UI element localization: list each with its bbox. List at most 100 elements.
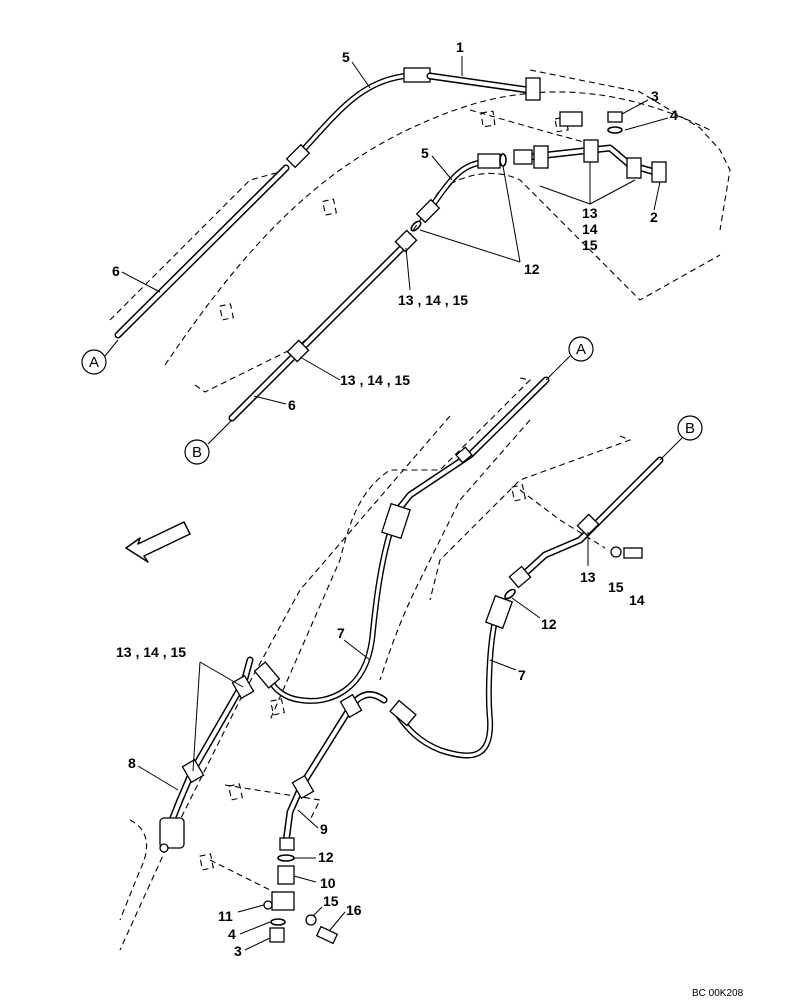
leader-131415-c-a [199,661,244,688]
callout-9: 9 [320,821,328,837]
callout-4-bottom: 4 [228,926,236,942]
fitting-pipe2-left [513,149,533,165]
hose-7-left-inner [268,518,396,703]
clamp-bracket-7 [228,783,243,801]
pipe-1-elbow [525,77,541,101]
leader-13-c [589,179,636,205]
leader-3-top [621,99,649,115]
callout-14-top: 14 [582,221,598,237]
pipe-2-inner [518,146,657,174]
callout-3-bottom: 3 [234,943,242,959]
ref-circle-A-lower [568,336,594,362]
clamp-bracket-5 [511,484,526,502]
callout-13-right: 13 [580,569,596,585]
callout-2: 2 [650,209,658,225]
fitting-near-1 [559,111,583,127]
plug-part-11 [263,900,273,910]
leader-4-top [624,117,669,131]
adapter-part-3-top [607,111,623,123]
boom-outline-lower-3 [379,419,531,681]
leader-A2 [545,355,571,381]
callout-8: 8 [128,755,136,771]
leader-131415-a [405,247,411,291]
boom-outline-lower-8 [119,819,148,921]
bolt-part-14-right [623,547,643,559]
boom-outline-upper-4 [469,109,621,153]
hose-7-right-inner [396,608,500,758]
callout-16: 16 [346,902,362,918]
fitting-hose7r-bottom [389,699,417,727]
callout-12-right: 12 [541,616,557,632]
clamp-pipe2-b [583,139,599,163]
direction-arrow-icon [125,521,191,563]
ref-circle-B-lower [677,415,703,441]
callout-1: 1 [456,39,464,55]
boom-outline-lower-1 [269,377,532,721]
boom-outline-lower-7 [519,489,606,549]
o-ring-part-4-top [607,126,623,134]
lower-assembly: 13 , 14 , 15 7 7 12 13 15 14 8 9 12 10 1… [116,336,703,959]
leader-2 [653,181,661,211]
clamp-mid-lower [286,339,310,363]
leader-6-mid [253,395,287,405]
callout-5-upper: 5 [342,49,350,65]
leader-B2 [659,437,683,461]
leader-B1 [207,419,233,445]
boom-outline-upper-1 [164,91,711,366]
callout-11: 11 [218,908,233,924]
clamp-bracket-2 [322,198,337,216]
fitting-hose7r-top [484,594,514,630]
o-ring-12-right [504,588,516,600]
pipe-9-inner [284,703,354,844]
ref-label-A-lower: A [576,341,586,358]
leader-10 [293,875,317,883]
upper-assembly: 1 5 3 4 5 13 14 15 2 12 13 , 14 , 15 13 … [81,39,731,465]
leader-15-bottom [312,906,323,917]
pipe-6-mid-inner [230,238,412,420]
clamp-pipe9-lower [291,774,315,800]
callout-13-top: 13 [582,205,598,221]
washer-part-15-bottom [305,914,317,926]
bolt-part-16 [315,925,339,945]
fitting-hose5-upper-end [403,67,431,83]
callout-4-top: 4 [670,107,678,123]
pipe-1-inner [428,74,536,92]
clamp-pipe2-c [626,157,642,179]
boom-outline-lower-5 [224,784,321,821]
boom-outline-lower-2 [119,415,451,951]
washer-part-15-right [610,546,622,558]
leader-7-right [489,659,517,671]
drawing-code: BC 00K208 [692,988,744,999]
fitting-pipe-B-end [508,565,532,589]
leader-11 [237,904,265,913]
leader-131415-c-b [192,661,201,772]
adapter-part-3-bottom [269,927,285,943]
callout-131415-c: 13 , 14 , 15 [116,644,186,660]
clamp-bracket-1 [480,110,496,128]
adapter-part-10 [277,865,295,885]
clamp-pipe2-d [651,161,667,183]
callout-6-mid: 6 [288,397,296,413]
pipe-B-lower-inner [520,458,662,578]
callout-15-right: 15 [608,579,624,595]
callout-7-left: 7 [337,625,345,641]
leader-8 [137,765,179,791]
o-ring-12-top [499,153,507,167]
callout-12-bottom: 12 [318,849,334,865]
leader-3-bottom [244,937,271,951]
leader-13-a [539,185,591,205]
o-ring-part-4-bottom [270,918,286,926]
boom-outline-upper-3 [529,69,731,231]
callout-7-right: 7 [518,667,526,683]
clamp-bracket-3 [219,303,234,321]
ref-circle-A-upper [81,349,107,375]
callout-131415-b: 13 , 14 , 15 [340,372,410,388]
clamp-pipe2-a [533,145,549,169]
clamp-bracket-8 [199,853,214,871]
leader-12-right [511,597,541,619]
ref-label-A-upper: A [89,354,99,371]
pipe-6-left-inner [116,166,288,337]
leader-6-left [121,271,161,293]
ref-label-B-lower: B [685,420,695,437]
